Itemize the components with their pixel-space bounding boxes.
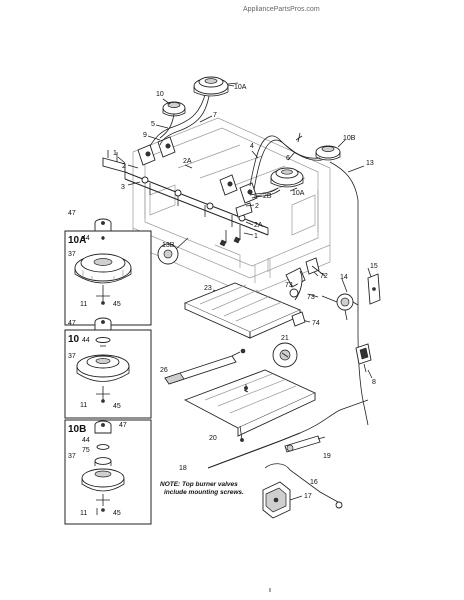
- note-line-1: NOTE: Top burner valves: [160, 481, 238, 488]
- gas-line-18: [207, 399, 369, 469]
- inset-10b-title: 10B: [68, 424, 86, 435]
- callout-8: 8: [372, 379, 376, 386]
- site-watermark: AppliancePartsPros.com: [243, 6, 320, 13]
- burner-valve-cluster: [137, 136, 258, 204]
- callout-16: 16: [310, 479, 318, 486]
- burner-10-top: [162, 101, 186, 117]
- gas-manifold: [102, 150, 269, 247]
- broil-burner-23: [183, 267, 306, 339]
- callout-labels: 10A 10 7 5 9 4 6 10B 13 1 2 3 2A 2B 10A …: [68, 84, 378, 517]
- part-15-bracket: [367, 273, 381, 305]
- box3-37: 37: [68, 453, 76, 460]
- inset-box-10a: 10A: [64, 218, 152, 326]
- callout-7: 7: [213, 112, 217, 119]
- box2-47: 47: [68, 320, 76, 327]
- box3-45: 45: [113, 510, 121, 517]
- callout-18: 18: [179, 465, 187, 472]
- callout-leaders: [117, 84, 373, 379]
- box1-47: 47: [68, 210, 76, 217]
- callout-9: 9: [143, 132, 147, 139]
- callout-74: 74: [312, 320, 320, 327]
- part-21-orifice: [272, 342, 298, 368]
- box1-37: 37: [68, 251, 76, 258]
- callout-17: 17: [304, 493, 312, 500]
- box2-44: 44: [82, 337, 90, 344]
- box1-44: 44: [82, 235, 90, 242]
- inset-box-10: 10: [64, 317, 152, 419]
- callout-4: 4: [250, 143, 254, 150]
- callout-2A-b: 2A: [254, 222, 263, 229]
- callout-20: 20: [209, 435, 217, 442]
- ignition-lead-13: [329, 161, 369, 426]
- igniter-26: [164, 348, 246, 385]
- box1-45: 45: [113, 301, 121, 308]
- burner-10a-top: [193, 76, 239, 97]
- callout-26: 26: [160, 367, 168, 374]
- callout-23: 23: [204, 285, 212, 292]
- callout-73b: 73: [307, 294, 315, 301]
- part-74-clip: [291, 311, 306, 327]
- callout-1a: 1: [113, 150, 117, 157]
- oven-burner-20: [183, 369, 317, 442]
- callout-1b: 1: [254, 233, 258, 240]
- box1-11: 11: [80, 301, 87, 308]
- part-13b: [157, 243, 179, 265]
- callout-13b: 13B: [162, 242, 175, 249]
- burner-10b-right: [315, 145, 341, 161]
- box2-37: 37: [68, 353, 76, 360]
- box3-75: 75: [82, 447, 90, 454]
- range-frame: [132, 117, 331, 296]
- inset-10a-title: 10A: [68, 235, 86, 246]
- callout-5: 5: [151, 121, 155, 128]
- callout-2B: 2B: [263, 193, 272, 200]
- igniter-19: [284, 435, 326, 453]
- box3-11: 11: [80, 510, 87, 517]
- note-line-2: include mounting screws.: [164, 489, 244, 496]
- inset-box-10b: 10B: [64, 419, 152, 525]
- part-72-bracket: [305, 257, 326, 277]
- callout-13: 13: [366, 160, 374, 167]
- callout-19: 19: [323, 453, 331, 460]
- callout-10a-top: 10A: [234, 84, 247, 91]
- callout-10b-top: 10B: [343, 135, 356, 142]
- safety-valve-14: [321, 293, 359, 321]
- igniter-8: [355, 343, 372, 373]
- callout-2b: 2: [255, 203, 259, 210]
- inset-10-title: 10: [68, 334, 80, 345]
- burner-10a-mid: [270, 167, 304, 188]
- callout-73a: 73: [285, 282, 293, 289]
- burner-gas-tubes: [149, 94, 323, 199]
- callout-21: 21: [281, 335, 289, 342]
- mounting-note: NOTE: Top burner valves include mounting…: [160, 481, 244, 496]
- box2-11: 11: [80, 402, 87, 409]
- callout-2a: 2: [122, 163, 126, 170]
- callout-3: 3: [121, 184, 125, 191]
- callout-2A-a: 2A: [183, 158, 192, 165]
- safety-valve-16-17: [262, 463, 343, 519]
- box3-47: 47: [119, 422, 127, 429]
- box3-44: 44: [82, 437, 90, 444]
- callout-15: 15: [370, 263, 378, 270]
- callout-10a-mid: 10A: [292, 190, 305, 197]
- callout-14: 14: [340, 274, 348, 281]
- box2-45: 45: [113, 403, 121, 410]
- callout-10-top: 10: [156, 91, 164, 98]
- callout-72: 72: [320, 273, 328, 280]
- callout-6: 6: [286, 155, 290, 162]
